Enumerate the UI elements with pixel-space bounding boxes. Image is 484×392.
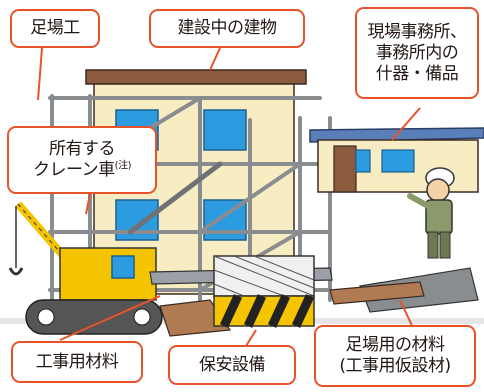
label-owned-crane: 所有する クレーン車(注): [7, 126, 157, 194]
label-owned-crane-line2: クレーン車(注): [33, 160, 131, 181]
label-site-office: 現場事務所、 事務所内の 什器・備品: [355, 7, 479, 99]
safety-barrier: [213, 255, 315, 328]
label-building-under-construction: 建設中の建物: [149, 9, 305, 48]
label-owned-crane-text: クレーン車: [33, 160, 115, 180]
label-owned-crane-note: (注): [114, 160, 132, 172]
label-safety-equipment: 保安設備: [168, 345, 296, 385]
worker-figure: [407, 167, 455, 259]
site-office: [309, 127, 484, 193]
callout-leaders: [37, 47, 421, 347]
label-owned-crane-line1: 所有する: [49, 139, 116, 159]
label-construction-materials: 工事用材料: [11, 341, 143, 383]
label-scaffold-materials: 足場用の材料 (工事用仮設材): [314, 325, 476, 387]
label-scaffold-work: 足場工: [10, 9, 100, 48]
